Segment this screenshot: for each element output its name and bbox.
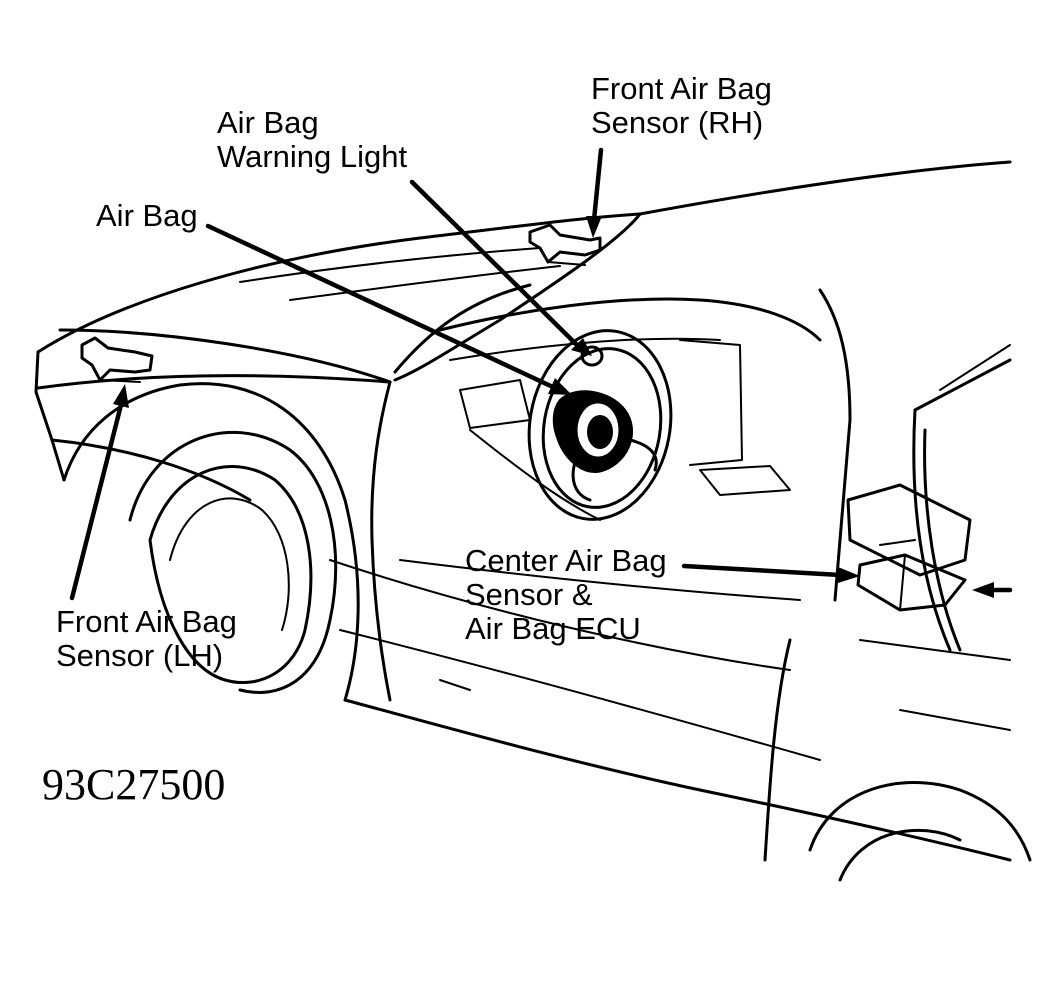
front-wheel — [128, 430, 338, 694]
front-rh-sensor — [528, 223, 602, 266]
fender — [62, 382, 1012, 862]
label-air-bag: Air Bag — [96, 198, 198, 233]
dashboard — [438, 297, 822, 521]
front-lh-sensor — [80, 336, 154, 383]
leader-lh — [69, 402, 124, 601]
warning-light — [580, 345, 604, 367]
arrowhead-rear — [972, 582, 994, 598]
label-front-rh: Front Air Bag Sensor (RH) — [591, 71, 772, 140]
label-center-sensor: Center Air Bag Sensor & Air Bag ECU — [465, 543, 667, 646]
arrowhead-airbag — [548, 378, 572, 395]
center-console — [846, 483, 972, 612]
arrowhead-warning — [571, 338, 592, 356]
leader-warning — [409, 179, 581, 349]
rear-section — [808, 344, 1032, 882]
steering-wheel — [527, 329, 673, 521]
leader-lines — [69, 147, 1013, 601]
leader-airbag — [205, 223, 558, 391]
leader-rh — [591, 147, 604, 223]
leader-center — [681, 563, 843, 578]
label-warning-light: Air Bag Warning Light — [217, 105, 408, 174]
arrowhead-lh — [113, 384, 129, 408]
door — [329, 212, 852, 862]
arrowhead-center — [838, 567, 860, 583]
label-front-lh: Front Air Bag Sensor (LH) — [56, 604, 237, 673]
figure-id: 93C27500 — [42, 760, 226, 809]
arrowhead-rh — [586, 216, 602, 238]
